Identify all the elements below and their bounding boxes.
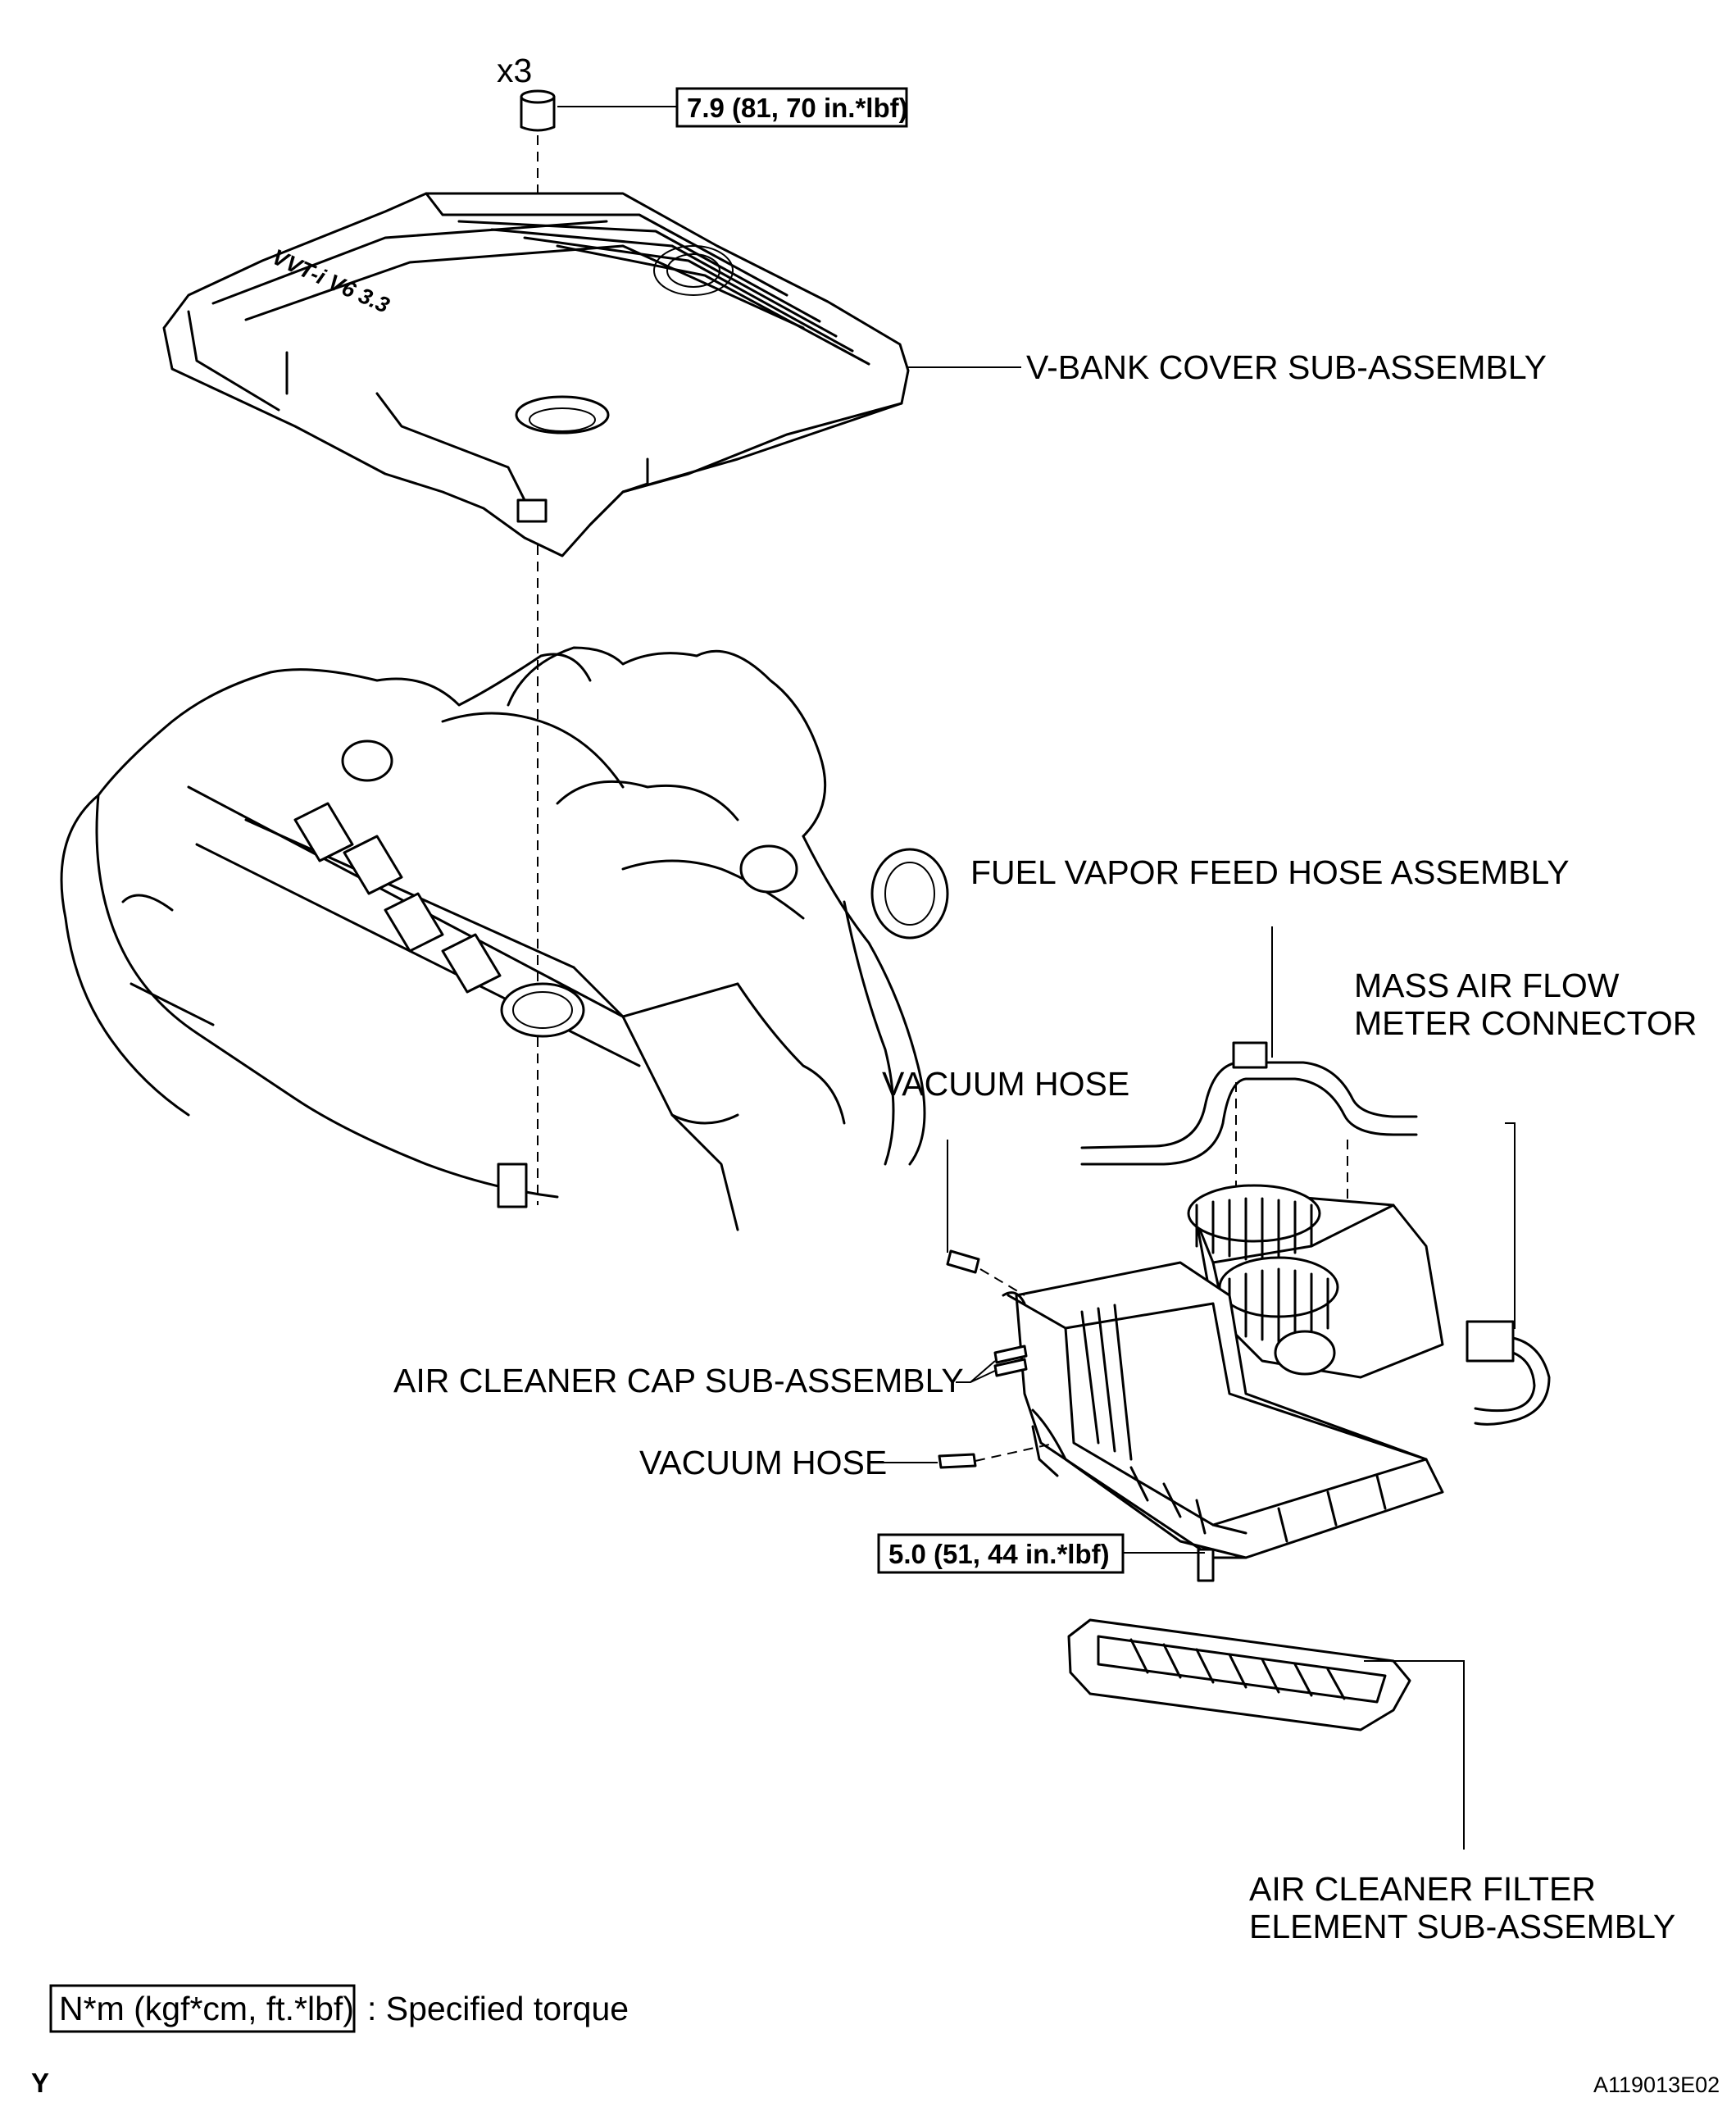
torque-top-value: 7.9 (81, 70 in.*lbf): [687, 93, 908, 123]
legend-description: : Specified torque: [367, 1990, 629, 2027]
maf-label-line2: METER CONNECTOR: [1354, 1004, 1697, 1042]
air-cleaner-cap-leader: [956, 1360, 996, 1383]
legend-unit-text: N*m (kgf*cm, ft.*lbf): [59, 1990, 354, 2027]
cover-bolt: [520, 89, 556, 132]
vacuum-hose-1: [946, 1249, 980, 1274]
vacuum-hose-1-label: VACUUM HOSE: [882, 1065, 1129, 1103]
air-cleaner-assembly: [1002, 1184, 1444, 1582]
vacuum-hose-2: [938, 1453, 977, 1469]
air-cleaner-cap-label: AIR CLEANER CAP SUB-ASSEMBLY: [393, 1362, 964, 1399]
vacuum-hose-2-label: VACUUM HOSE: [639, 1444, 887, 1481]
figure-id: A119013E02: [1593, 2073, 1720, 2097]
vbank-cover-label: V-BANK COVER SUB-ASSEMBLY: [1026, 348, 1547, 386]
torque-bottom-value: 5.0 (51, 44 in.*lbf): [888, 1539, 1110, 1569]
filter-label-line2: ELEMENT SUB-ASSEMBLY: [1249, 1908, 1675, 1945]
maf-connector: [1466, 1320, 1551, 1426]
v-bank-cover-illustration: VVT-i V6 3.3: [162, 192, 910, 557]
torque-top-box: [675, 87, 908, 128]
fuel-vapor-hose: [1080, 1061, 1418, 1149]
fuel-vapor-label: FUEL VAPOR FEED HOSE ASSEMBLY: [970, 853, 1570, 891]
legend-unit-box: [49, 1984, 356, 2033]
torque-bottom-box: [877, 1533, 1125, 1574]
maf-bracket: [1505, 1122, 1516, 1329]
filter-label-line1: AIR CLEANER FILTER: [1249, 1870, 1596, 1908]
engine-illustration: [60, 646, 949, 1231]
quantity-label: x3: [497, 52, 532, 89]
air-filter-element: [1067, 1618, 1411, 1731]
footer-code-left: Y: [31, 2068, 49, 2098]
maf-label-line1: MASS AIR FLOW: [1354, 967, 1620, 1004]
filter-leader: [1364, 1660, 1465, 1850]
ignition-coils: [293, 802, 502, 994]
